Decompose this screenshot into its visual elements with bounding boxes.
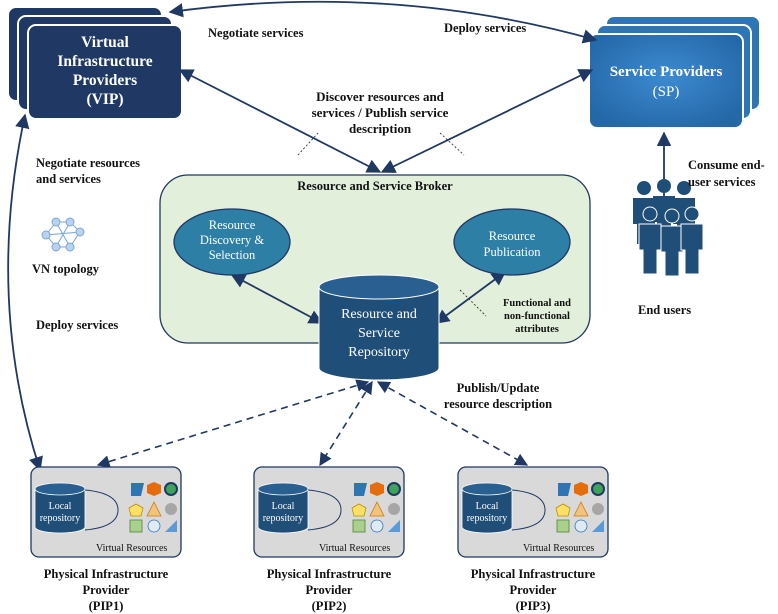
- arrow-repo-pip1: [96, 379, 370, 468]
- consume-label: Consume end- user services: [688, 157, 765, 191]
- pip2-repo-line1: Local: [271, 501, 295, 512]
- pip2-title: Physical Infrastructure Provider (PIP2): [249, 566, 409, 614]
- pip3-repo-label: Local repository: [462, 501, 512, 525]
- arrow-publication-repo: [434, 271, 507, 324]
- pip3-title-line2: Provider: [509, 583, 557, 597]
- pip3-repo-line2: repository: [466, 513, 508, 524]
- arrow-repo-pip2: [319, 380, 373, 467]
- functional-line2: non-functional: [504, 311, 570, 322]
- pip3-title-line1: Physical Infrastructure: [470, 567, 596, 581]
- arrow-vip-pip1: [7, 113, 43, 472]
- pip3-caption: Virtual Resources: [523, 543, 595, 554]
- pip1-title: Physical Infrastructure Provider (PIP1): [26, 566, 186, 614]
- repo-line3: Repository: [348, 345, 410, 360]
- discovery-line3: Selection: [208, 248, 256, 262]
- pip3-title: Physical Infrastructure Provider (PIP3): [453, 566, 613, 614]
- pip1-repo-line2: repository: [39, 513, 81, 524]
- sp-label: Service Providers (SP): [589, 62, 743, 102]
- pip1-title-line3: (PIP1): [88, 599, 124, 613]
- arrow-vip-sp: [168, 0, 598, 44]
- publication-line2: Publication: [483, 245, 541, 259]
- arrow-vip-broker: [178, 69, 382, 173]
- publish-label: Publish/Update resource description: [428, 380, 568, 412]
- vn-topology-label: VN topology: [32, 262, 100, 276]
- broker-title: Resource and Service Broker: [297, 179, 453, 193]
- repository-label: Resource and Service Repository: [319, 305, 439, 362]
- consume-line1: Consume end-: [688, 158, 765, 172]
- discovery-line1: Resource: [208, 218, 256, 232]
- functional-line3: attributes: [515, 324, 559, 335]
- negotiate-resources-line2: and services: [36, 172, 101, 186]
- pip2-title-line2: Provider: [305, 583, 353, 597]
- vn-topology-icon: [41, 217, 85, 252]
- publication-line1: Resource: [488, 229, 536, 243]
- discover-line3: description: [348, 121, 412, 136]
- vip-label: Virtual Infrastructure Providers (VIP): [28, 33, 182, 109]
- vip-line3: Providers: [72, 72, 138, 89]
- sp-line1: Service Providers: [609, 64, 723, 80]
- arrow-discovery-repo: [230, 274, 324, 324]
- pip3-title-line3: (PIP3): [515, 599, 551, 613]
- pip2-caption: Virtual Resources: [319, 543, 391, 554]
- vip-line1: Virtual: [81, 34, 129, 51]
- functional-label: Functional and non-functional attributes: [486, 297, 588, 336]
- pip1-repo-label: Local repository: [35, 501, 85, 525]
- functional-line1: Functional and: [503, 298, 571, 309]
- pip1-resource-shapes: [128, 482, 178, 533]
- pip1-caption: Virtual Resources: [96, 543, 168, 554]
- publish-line1: Publish/Update: [456, 381, 540, 395]
- pip1-box: [30, 466, 182, 558]
- discovery-node-label: Resource Discovery & Selection: [177, 218, 287, 263]
- arrow-sp-broker: [380, 69, 594, 173]
- sp-stack: [588, 15, 761, 129]
- negotiate-resources-label: Negotiate resources and services: [36, 155, 140, 187]
- vip-line2: Infrastructure: [57, 53, 153, 70]
- arrow-repo-pip3: [376, 381, 529, 466]
- negotiate-resources-line1: Negotiate resources: [36, 156, 141, 170]
- pip2-title-line1: Physical Infrastructure: [266, 567, 392, 581]
- pip1-title-line2: Provider: [82, 583, 130, 597]
- publication-node-label: Resource Publication: [457, 228, 567, 260]
- resource-discovery-node: [173, 208, 291, 276]
- publish-line2: resource description: [443, 397, 553, 411]
- pip2-box: [253, 466, 405, 558]
- pip1-repo-line1: Local: [48, 501, 72, 512]
- consume-line2: user services: [688, 175, 756, 189]
- pip2-title-line3: (PIP2): [311, 599, 347, 613]
- pip3-resource-shapes: [555, 482, 605, 533]
- pip2-repo-line2: repository: [262, 513, 304, 524]
- negotiate-services-label: Negotiate services: [208, 26, 304, 40]
- vip-line4: (VIP): [86, 91, 124, 108]
- pip1-title-line1: Physical Infrastructure: [43, 567, 169, 581]
- pip3-repo-line1: Local: [475, 501, 499, 512]
- pip2-repo-label: Local repository: [258, 501, 308, 525]
- resource-publication-node: [453, 208, 571, 276]
- deploy-services-left-label: Deploy services: [36, 318, 119, 332]
- discover-line1: Discover resources and: [316, 89, 444, 104]
- pip3-box: [457, 466, 609, 558]
- discovery-line2: Discovery &: [199, 233, 265, 247]
- end-users-icon: [633, 179, 704, 277]
- sp-line2: (SP): [652, 84, 680, 100]
- pip2-resource-shapes: [351, 482, 401, 533]
- end-users-label: End users: [638, 303, 692, 317]
- repository-cylinder: [318, 274, 440, 381]
- repo-line1: Resource and: [341, 307, 417, 322]
- discover-line2: services / Publish service: [311, 105, 449, 120]
- deploy-services-top-label: Deploy services: [444, 21, 527, 35]
- repo-line2: Service: [358, 326, 400, 341]
- discover-label: Discover resources and services / Publis…: [292, 89, 468, 137]
